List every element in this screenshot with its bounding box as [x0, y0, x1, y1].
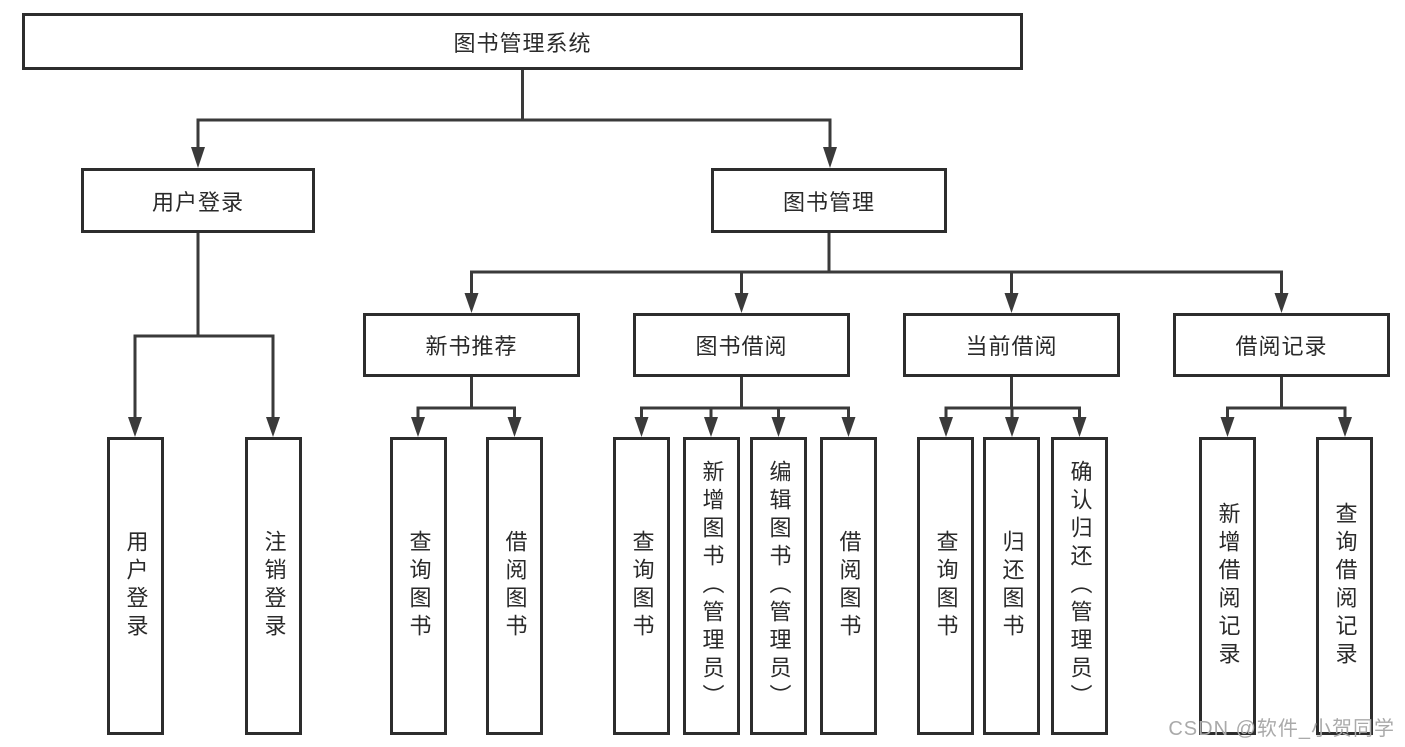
node-book-management: 图书管理	[711, 168, 947, 233]
node-borrowing-records: 借阅记录	[1173, 313, 1390, 377]
leaf-add-borrow-record: 新增借阅记录	[1199, 437, 1256, 735]
leaf-add-books-admin: 新增图书（管理员）	[683, 437, 740, 735]
watermark-csdn: CSDN @软件_小贺同学	[1168, 718, 1395, 740]
leaf-query-books-recommend: 查询图书	[390, 437, 447, 735]
leaf-logout: 注销登录	[245, 437, 302, 735]
leaf-borrow-books-recommend: 借阅图书	[486, 437, 543, 735]
leaf-user-login: 用户登录	[107, 437, 164, 735]
node-book-borrowing: 图书借阅	[633, 313, 850, 377]
leaf-confirm-return-admin: 确认归还（管理员）	[1051, 437, 1108, 735]
leaf-query-books-borrowing: 查询图书	[613, 437, 670, 735]
node-current-borrowing: 当前借阅	[903, 313, 1120, 377]
leaf-borrow-books-borrowing: 借阅图书	[820, 437, 877, 735]
node-user-login: 用户登录	[81, 168, 315, 233]
leaf-query-borrow-record: 查询借阅记录	[1316, 437, 1373, 735]
leaf-return-books: 归还图书	[983, 437, 1040, 735]
node-new-book-recommendation: 新书推荐	[363, 313, 580, 377]
leaf-query-books-current: 查询图书	[917, 437, 974, 735]
node-library-management-system: 图书管理系统	[22, 13, 1023, 70]
leaf-edit-books-admin: 编辑图书（管理员）	[750, 437, 807, 735]
